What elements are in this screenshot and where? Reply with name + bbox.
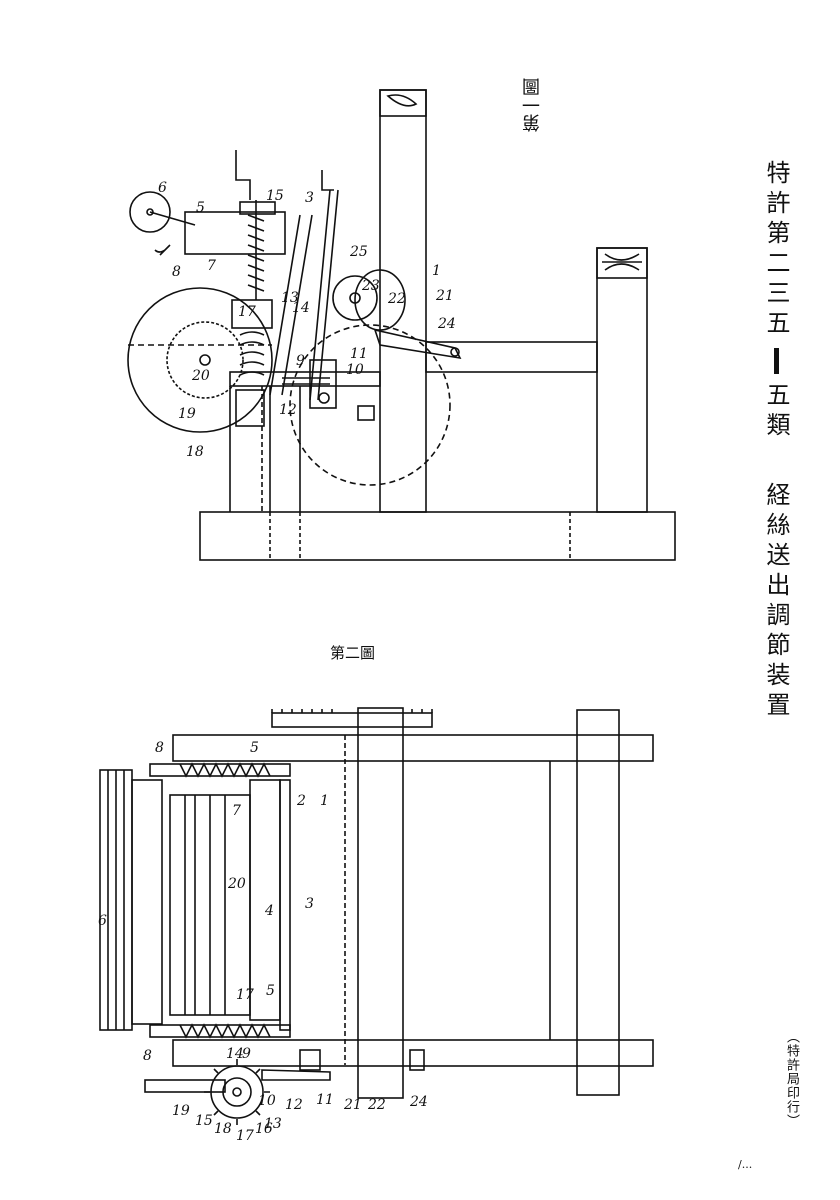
fig2-label-4: 4 [264, 903, 274, 919]
fig1-label-24: 24 [437, 316, 456, 332]
fig1-label-19: 19 [178, 406, 196, 422]
fig1-label-18: 18 [186, 444, 204, 460]
fig1-label-6: 6 [158, 180, 167, 196]
fig2-label-5-top: 5 [250, 740, 259, 756]
patent-office-mark: （特許局印行） [784, 1030, 799, 1128]
fig2-label-18: 18 [214, 1121, 232, 1137]
fig1-label-15: 15 [266, 188, 284, 204]
fig2-label-16: 16 [255, 1121, 273, 1137]
fig1-label-11: 11 [350, 346, 368, 362]
fig2-label-19: 19 [172, 1103, 190, 1119]
fig1-label-5: 5 [196, 200, 205, 216]
fig1-label-1: 1 [432, 263, 441, 279]
fig1-spool-6 [129, 191, 171, 233]
fig1-label-20: 20 [191, 368, 210, 384]
fig1-box-7 [184, 211, 286, 255]
fig2-label-1: 1 [320, 793, 329, 809]
fig2-label-24: 24 [409, 1094, 428, 1110]
fig1-label-25: 25 [349, 244, 368, 260]
fig2-label-20: 20 [227, 876, 246, 892]
fig1-label-17: 17 [238, 304, 256, 320]
fig2-label-8-bottom: 8 [143, 1048, 152, 1064]
fig2-label-22: 22 [367, 1097, 386, 1113]
fig2-label-9: 9 [242, 1046, 251, 1062]
fig1-label-8: 8 [172, 264, 181, 280]
fig2-label-2: 2 [296, 793, 306, 809]
fig1-label-14: 14 [292, 300, 310, 316]
fig2-label-15: 15 [195, 1113, 213, 1129]
fig1-wheel-19 [127, 287, 273, 433]
fig2-label-3: 3 [305, 896, 314, 912]
fig1-cam-23 [332, 275, 378, 321]
patent-class: 五類 [762, 382, 790, 442]
fig1-base [199, 511, 676, 561]
fig2-label-14: 14 [226, 1046, 244, 1062]
patent-title: 特許第二三五五類経絲送出調節装置 [752, 160, 790, 722]
patent-number: 特許第二三五 [762, 160, 790, 340]
fig1-label-13: 13 [281, 290, 299, 306]
fig2-label-12: 12 [285, 1097, 303, 1113]
fig1-label-9: 9 [296, 353, 305, 369]
fig2-label-6: 6 [98, 913, 107, 929]
fig2-middle-post [357, 707, 404, 1099]
fig2-label-10: 10 [258, 1093, 276, 1109]
fig2-right-post [576, 709, 620, 1096]
fig2-label-8-top: 8 [155, 740, 164, 756]
fig1-gear-20 [166, 321, 244, 399]
fig2-label-5-bottom: 5 [266, 983, 275, 999]
page-mark: /... [738, 1158, 753, 1171]
fig1-large-gear-dashed [289, 324, 451, 486]
fig2-label-13: 13 [264, 1116, 282, 1132]
fig1-label-23: 23 [361, 278, 380, 294]
fig1-label-21: 21 [435, 288, 454, 304]
fig1-arm-24 [373, 328, 462, 360]
fig2-label-7-top: 7 [232, 803, 241, 819]
figure2-caption: 第二圖 [330, 644, 376, 662]
fig2-label-17-bottom: 17 [236, 1128, 254, 1144]
invention-name: 経絲送出調節装置 [762, 482, 790, 722]
title-separator [773, 348, 779, 374]
fig1-label-3: 3 [305, 190, 314, 206]
fig1-label-12: 12 [279, 402, 297, 418]
fig2-label-17-mid: 17 [236, 987, 254, 1003]
fig2-label-11: 11 [316, 1092, 334, 1108]
fig1-label-7: 7 [207, 258, 216, 274]
fig1-label-22: 22 [387, 291, 406, 307]
fig1-cam-22 [354, 269, 406, 331]
fig2-label-21: 21 [343, 1097, 362, 1113]
fig1-label-10: 10 [346, 362, 364, 378]
